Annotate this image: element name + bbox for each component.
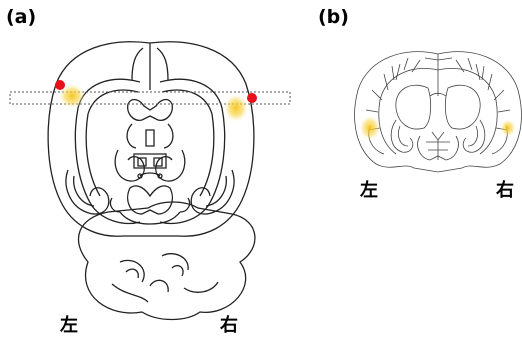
left-coronal-highlight	[359, 115, 381, 141]
panel-b-right-label: 右	[496, 176, 514, 202]
panel-a-left-label: 左	[60, 311, 78, 337]
right-coronal-highlight	[500, 119, 516, 137]
panel-b-left-label: 左	[360, 176, 378, 202]
panel-a-right-label: 右	[220, 311, 238, 337]
